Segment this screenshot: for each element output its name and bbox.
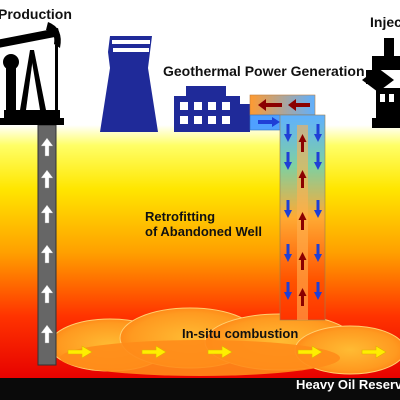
up-arrow-icon (40, 284, 54, 304)
reservoir-label: Heavy Oil Reservoir (296, 377, 400, 392)
up-arrow-icon (40, 169, 54, 189)
down-arrow-icon (284, 124, 292, 142)
down-arrow-icon (284, 152, 292, 170)
down-arrow-icon (314, 244, 322, 262)
flow-arrow-icon (361, 345, 387, 359)
down-arrow-icon (284, 244, 292, 262)
down-arrow-icon (314, 200, 322, 218)
right-arrow-icon (258, 117, 280, 127)
production-label: Production (0, 6, 72, 22)
power-generation-label: Geothermal Power Generation (163, 63, 365, 79)
flow-arrow-icon (141, 345, 167, 359)
up-arrow-icon (298, 252, 307, 270)
combustion-zone (49, 307, 400, 376)
flow-arrow-icon (297, 345, 323, 359)
heavy-oil-reservoir (0, 378, 400, 400)
flow-arrow-icon (207, 345, 233, 359)
down-arrow-icon (284, 282, 292, 300)
down-arrow-icon (314, 282, 322, 300)
up-arrow-icon (298, 212, 307, 230)
injection-rig-icon (362, 38, 400, 128)
up-arrow-icon (40, 137, 54, 157)
injection-label: Injection (370, 14, 400, 30)
down-arrow-icon (284, 200, 292, 218)
combustion-label: In-situ combustion (182, 326, 299, 341)
down-arrow-icon (314, 152, 322, 170)
up-arrow-icon (298, 288, 307, 306)
power-plant-icon (100, 36, 250, 132)
retrofitted-well (279, 114, 326, 321)
pumpjack-icon (0, 22, 64, 125)
up-arrow-icon (298, 134, 307, 152)
retrofit-label-line2: of Abandoned Well (145, 223, 262, 239)
production-well (37, 124, 57, 366)
retrofit-label-line1: Retrofitting (145, 209, 216, 224)
up-arrow-icon (40, 204, 54, 224)
up-arrow-icon (40, 324, 54, 344)
down-arrow-icon (314, 124, 322, 142)
up-arrow-icon (298, 170, 307, 188)
flow-arrow-icon (67, 345, 93, 359)
left-arrow-icon (288, 99, 310, 111)
combustion-flow-arrows (67, 345, 387, 359)
up-arrow-icon (40, 244, 54, 264)
retrofit-label: Retrofitting of Abandoned Well (145, 209, 262, 240)
left-arrow-icon (258, 99, 282, 111)
